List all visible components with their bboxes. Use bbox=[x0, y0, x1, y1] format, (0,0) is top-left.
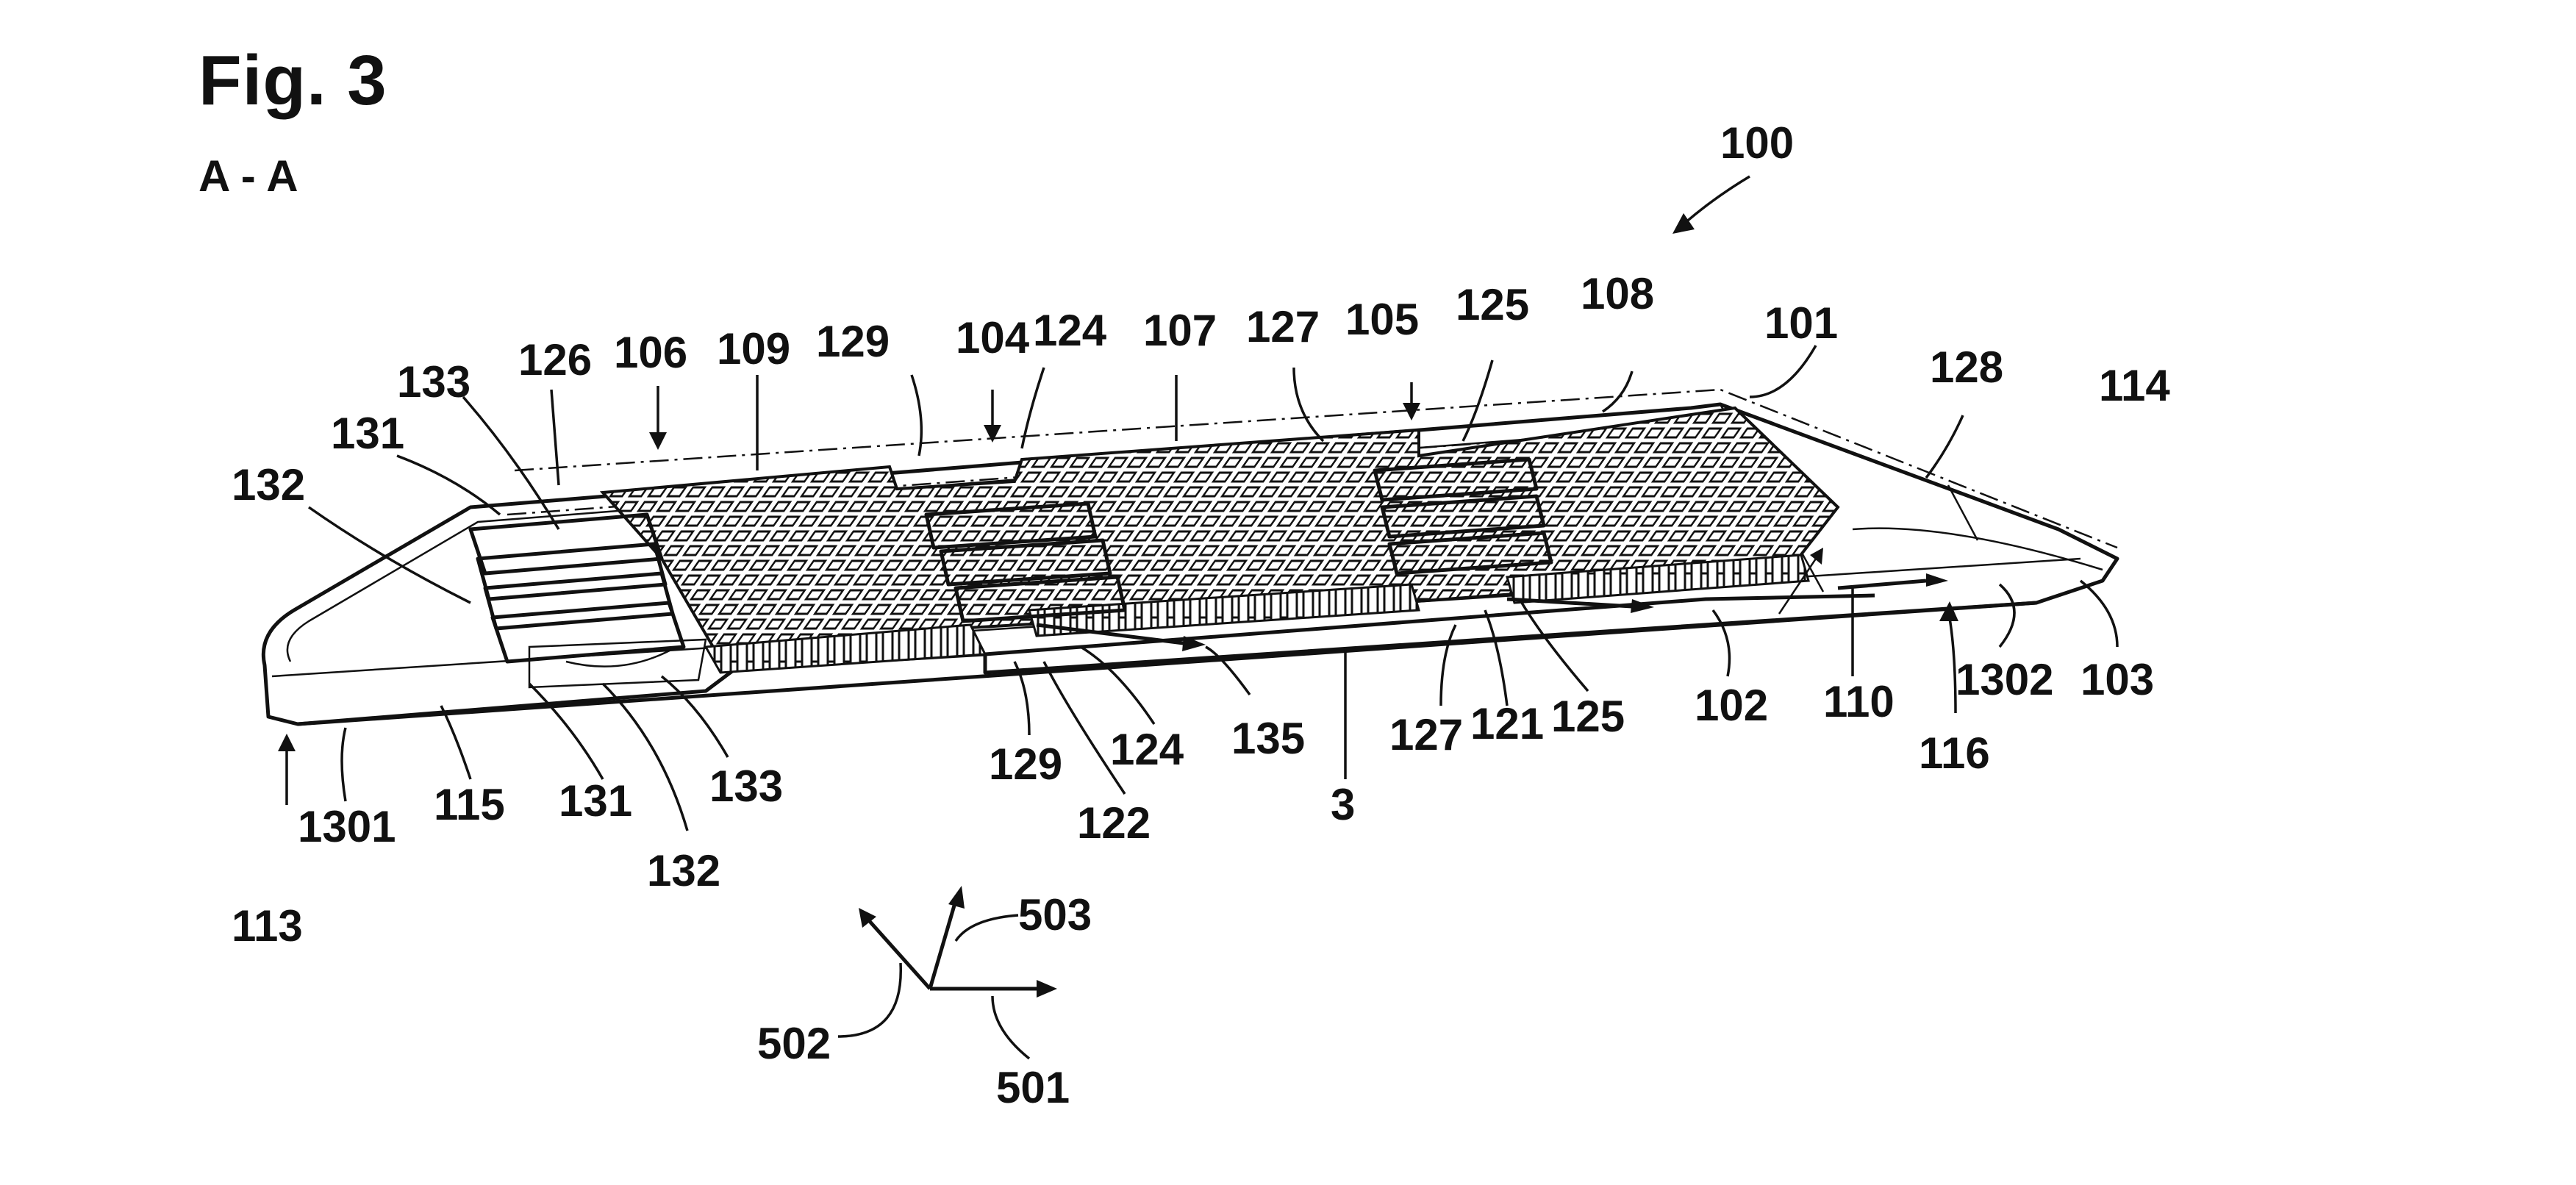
label-103: 103 bbox=[2081, 655, 2154, 704]
label-127-top: 127 bbox=[1246, 302, 1320, 351]
label-122: 122 bbox=[1077, 798, 1151, 848]
label-126: 126 bbox=[518, 335, 592, 384]
label-129-top: 129 bbox=[816, 317, 890, 366]
label-107: 107 bbox=[1143, 306, 1217, 355]
label-109: 109 bbox=[717, 324, 790, 373]
label-115: 115 bbox=[434, 780, 505, 829]
label-114: 114 bbox=[2099, 361, 2170, 410]
mesh-regions bbox=[599, 406, 1840, 674]
label-501: 501 bbox=[996, 1063, 1070, 1112]
label-132-bottom: 132 bbox=[647, 846, 720, 895]
label-129-bottom: 129 bbox=[989, 740, 1062, 789]
section-label: A - A bbox=[198, 151, 298, 201]
figure-title: Fig. 3 bbox=[198, 41, 387, 120]
label-100: 100 bbox=[1720, 118, 1794, 168]
label-113: 113 bbox=[232, 901, 303, 950]
label-121: 121 bbox=[1470, 699, 1544, 748]
label-127-bottom: 127 bbox=[1389, 710, 1463, 759]
label-116: 116 bbox=[1919, 728, 1990, 778]
label-502: 502 bbox=[757, 1019, 831, 1068]
label-135: 135 bbox=[1231, 714, 1305, 763]
label-128: 128 bbox=[1930, 343, 2003, 392]
label-110: 110 bbox=[1823, 677, 1895, 726]
label-104: 104 bbox=[956, 313, 1030, 362]
label-3: 3 bbox=[1331, 780, 1355, 829]
label-1302: 1302 bbox=[1956, 655, 2053, 704]
label-105: 105 bbox=[1345, 295, 1419, 344]
axis-triad bbox=[837, 886, 1057, 1060]
label-132-top: 132 bbox=[232, 460, 305, 509]
label-133-top: 133 bbox=[397, 357, 471, 407]
label-125-bottom: 125 bbox=[1551, 692, 1625, 741]
label-125-top: 125 bbox=[1456, 280, 1529, 329]
label-124-top: 124 bbox=[1033, 306, 1107, 355]
reference-numerals: 100 101 114 128 108 125 105 127 107 124 … bbox=[232, 118, 2170, 1112]
label-131-top: 131 bbox=[331, 409, 404, 458]
label-1301: 1301 bbox=[298, 802, 396, 851]
label-131-bottom: 131 bbox=[559, 776, 632, 826]
label-124-bottom: 124 bbox=[1110, 725, 1184, 774]
leader-lines bbox=[278, 175, 2119, 831]
flow-arrows bbox=[1036, 548, 1948, 651]
label-108: 108 bbox=[1581, 269, 1654, 318]
label-101: 101 bbox=[1764, 298, 1838, 348]
label-133-bottom: 133 bbox=[709, 762, 783, 811]
label-106: 106 bbox=[614, 328, 687, 377]
channel-ribs bbox=[468, 457, 1553, 689]
label-503: 503 bbox=[1018, 890, 1092, 939]
label-102: 102 bbox=[1695, 681, 1768, 730]
